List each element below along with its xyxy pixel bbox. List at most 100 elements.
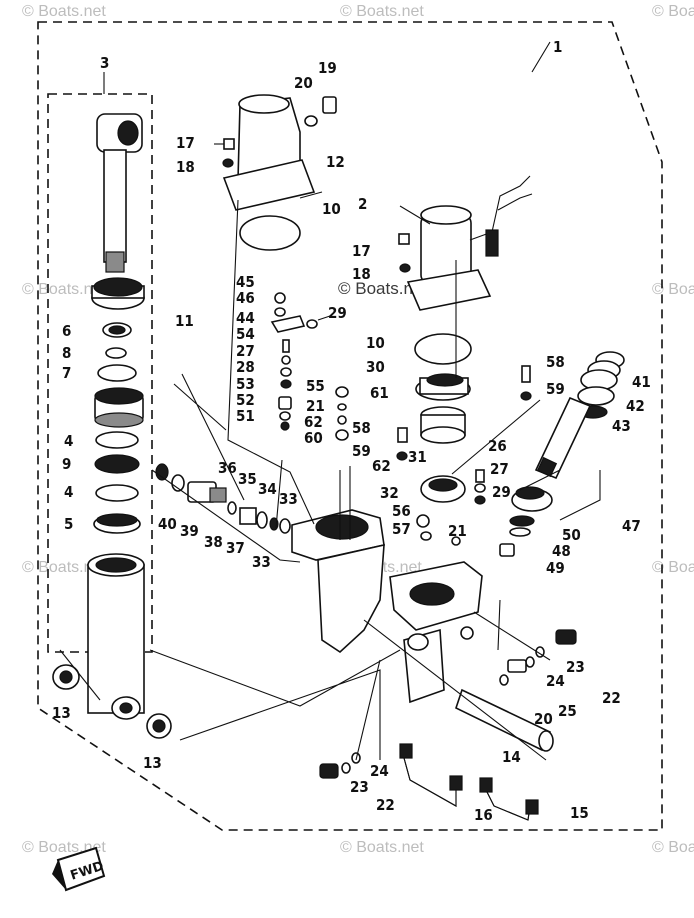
callout-24b: 24	[546, 672, 565, 690]
watermark-low-left: © Boats.net	[22, 559, 106, 576]
callout-20b: 20	[534, 710, 553, 728]
callout-19: 19	[318, 59, 337, 77]
callout-13a: 13	[52, 704, 71, 722]
seal-42	[577, 386, 615, 406]
callout-47: 47	[622, 517, 641, 535]
callout-10b: 10	[366, 334, 385, 352]
callout-40: 40	[158, 515, 177, 533]
callout-23a: 23	[350, 778, 369, 796]
callout-12: 12	[326, 153, 345, 171]
callout-46: 46	[236, 289, 255, 307]
bracket-44	[270, 315, 318, 333]
o-ring-small	[105, 347, 127, 359]
callout-5: 5	[64, 515, 73, 533]
callout-55: 55	[306, 377, 325, 395]
callout-58b: 58	[352, 419, 371, 437]
callout-58a: 58	[546, 353, 565, 371]
cylinder-subassembly-boundary	[47, 93, 153, 653]
washer-46	[274, 307, 286, 317]
callout-61: 61	[370, 384, 389, 402]
callout-labels: 1 2 3 4 4 5 6 7 8 9 10 10 11 12 13 13 14…	[52, 38, 651, 824]
callout-2: 2	[358, 195, 367, 213]
washer-59-right	[520, 391, 532, 401]
callout-45: 45	[236, 273, 255, 291]
callout-53: 53	[236, 375, 255, 393]
piston-47	[511, 486, 553, 512]
callout-41: 41	[632, 373, 651, 391]
callout-28: 28	[236, 358, 255, 376]
callout-20a: 20	[294, 74, 313, 92]
valve-body	[389, 561, 483, 704]
callout-16: 16	[474, 806, 493, 824]
filter-56	[416, 514, 430, 528]
valve-52	[278, 396, 292, 410]
valve-49	[499, 543, 515, 557]
callout-4a: 4	[64, 432, 73, 450]
ball-27	[281, 355, 291, 365]
pipe-16	[399, 743, 463, 807]
ball-27b	[474, 483, 486, 493]
watermark-top-right: © Boats.net	[652, 3, 694, 20]
callout-17b: 17	[352, 242, 371, 260]
spring-26	[475, 469, 485, 483]
callout-60: 60	[304, 429, 323, 447]
fill-plug	[322, 96, 337, 114]
callout-11: 11	[175, 312, 194, 330]
cylinder-cap	[91, 277, 145, 310]
callout-13b: 13	[143, 754, 162, 772]
callout-29b: 29	[492, 483, 511, 501]
fitting-23-left	[319, 752, 361, 779]
callout-62a: 62	[304, 413, 323, 431]
leader-lines	[59, 41, 601, 761]
watermark-mid-left: © Boats.net	[22, 281, 106, 298]
callout-59b: 59	[352, 442, 371, 460]
callout-18b: 18	[352, 265, 371, 283]
watermark-top-left: © Boats.net	[22, 3, 106, 20]
gear-pump-32	[420, 475, 466, 503]
gasket-10-lower	[414, 333, 472, 365]
callout-59a: 59	[546, 380, 565, 398]
callout-22b: 22	[602, 689, 621, 707]
callout-44: 44	[236, 309, 255, 327]
callout-3: 3	[100, 54, 109, 72]
o-ring-21b	[451, 536, 461, 546]
callout-39: 39	[180, 522, 199, 540]
pump-filter	[420, 406, 466, 444]
backup-ring	[94, 454, 140, 474]
bolt-17-left	[214, 138, 235, 150]
piston-ring	[93, 513, 141, 534]
callout-21a: 21	[306, 397, 325, 415]
watermark-bottom-middle: © Boats.net	[340, 839, 424, 856]
watermark-center: © Boats.net	[338, 279, 427, 298]
callout-54: 54	[236, 325, 255, 343]
manual-valve	[155, 463, 291, 534]
callout-52: 52	[236, 391, 255, 409]
bolt-58-center	[397, 427, 408, 443]
washer-59-center	[396, 451, 408, 461]
bushing-right	[146, 713, 172, 739]
watermark-mid-right: © Boats.net	[652, 281, 694, 298]
piston	[94, 387, 144, 428]
watermark-top-middle: © Boats.net	[340, 3, 424, 20]
oil-seal	[102, 322, 132, 338]
callout-51: 51	[236, 407, 255, 425]
callout-7: 7	[62, 364, 71, 382]
callout-14: 14	[502, 748, 521, 766]
reservoir-housing	[222, 94, 316, 211]
pump-gear-body	[415, 373, 471, 401]
callout-43: 43	[612, 417, 631, 435]
ball-62	[337, 415, 347, 425]
gasket-reservoir	[239, 215, 301, 251]
callout-33b: 33	[252, 553, 271, 571]
callout-31: 31	[408, 448, 427, 466]
callout-30: 30	[366, 358, 385, 376]
o-ring-a	[95, 431, 139, 449]
callout-35: 35	[238, 470, 257, 488]
callout-9: 9	[62, 455, 71, 473]
washer-20	[304, 115, 318, 127]
shaft-14	[455, 688, 554, 752]
callout-50: 50	[562, 526, 581, 544]
callout-24a: 24	[370, 762, 389, 780]
callout-1: 1	[553, 38, 562, 56]
